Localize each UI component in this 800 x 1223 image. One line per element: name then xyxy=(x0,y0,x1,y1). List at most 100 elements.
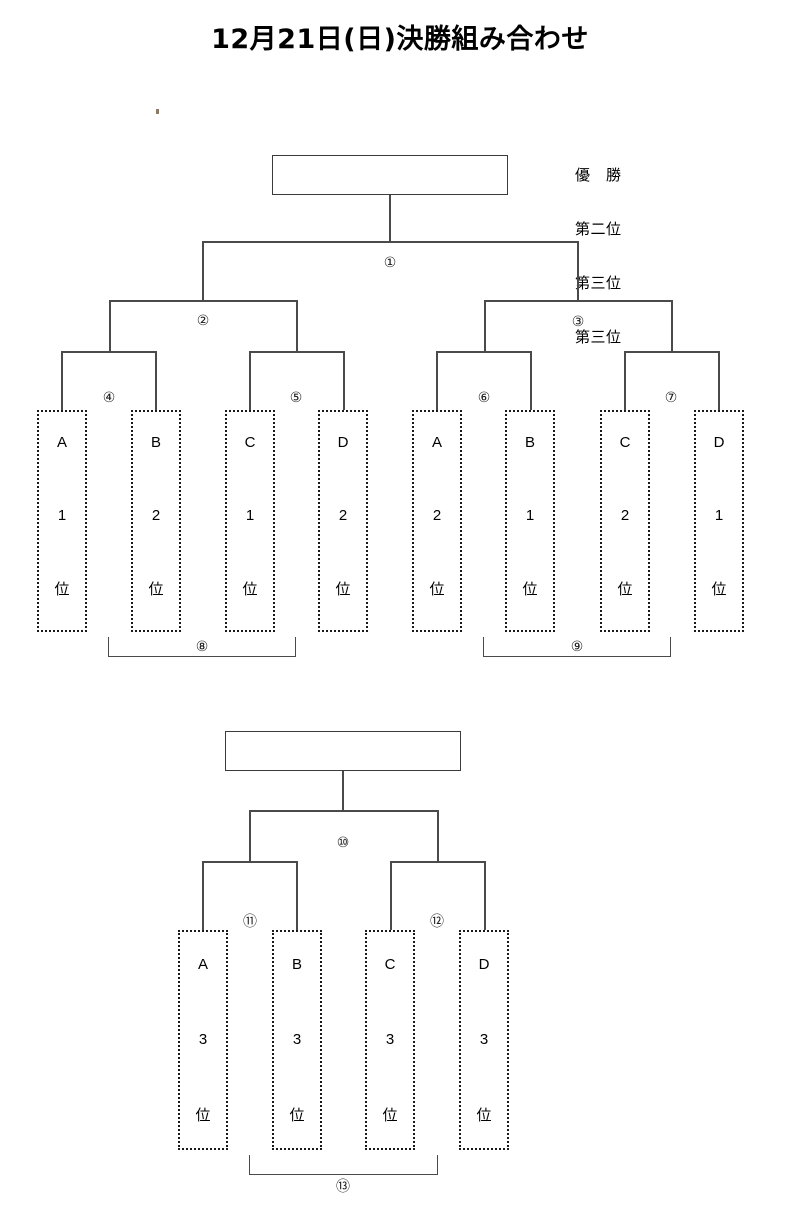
team-suffix: 位 xyxy=(242,580,258,598)
team-group: B xyxy=(524,434,535,451)
team-rank: 2 xyxy=(151,507,161,524)
champion-slot-lower[interactable] xyxy=(225,731,461,771)
line-m1-rail xyxy=(202,241,578,243)
team-rank: 3 xyxy=(198,1031,208,1048)
team-group: D xyxy=(478,956,490,973)
team-suffix: 位 xyxy=(382,1106,398,1124)
team-suffix: 位 xyxy=(711,580,727,598)
line-m5-rail xyxy=(249,351,344,353)
legend-line-champion: 優 勝 xyxy=(575,166,622,184)
placement-legend: 優 勝 第二位 第三位 第三位 xyxy=(575,130,622,382)
team-group: B xyxy=(150,434,161,451)
team-rank: 1 xyxy=(525,507,535,524)
line-m7-left-drop xyxy=(624,351,626,410)
line-m3-right-drop xyxy=(671,300,673,352)
line-m2-rail xyxy=(109,300,297,302)
line-m1-right-drop xyxy=(577,241,579,301)
match-label-8: ⑧ xyxy=(195,639,209,655)
line-m6-right-drop xyxy=(530,351,532,410)
line-m12-rail xyxy=(390,861,485,863)
match-label-6: ⑥ xyxy=(477,390,491,406)
team-rank: 2 xyxy=(338,507,348,524)
match-label-1: ① xyxy=(383,255,397,271)
line-m5-right-drop xyxy=(343,351,345,410)
line-m4-right-drop xyxy=(155,351,157,410)
team-slot-upper-7[interactable]: C 2 位 xyxy=(600,410,650,632)
team-suffix: 位 xyxy=(289,1106,305,1124)
team-rank: 3 xyxy=(292,1031,302,1048)
match-label-13: ⑬ xyxy=(336,1179,350,1195)
team-suffix: 位 xyxy=(429,580,445,598)
team-group: C xyxy=(384,956,396,973)
match-label-10: ⑩ xyxy=(336,835,350,851)
team-slot-upper-1[interactable]: A 1 位 xyxy=(37,410,87,632)
scan-speck xyxy=(156,109,159,114)
team-rank: 2 xyxy=(620,507,630,524)
match-label-12: ⑫ xyxy=(430,914,444,930)
match-label-7: ⑦ xyxy=(664,390,678,406)
team-slot-upper-6[interactable]: B 1 位 xyxy=(505,410,555,632)
team-slot-lower-1[interactable]: A 3 位 xyxy=(178,930,228,1150)
team-rank: 3 xyxy=(385,1031,395,1048)
team-group: D xyxy=(337,434,349,451)
line-m10-right-drop xyxy=(437,810,439,862)
line-m5-left-drop xyxy=(249,351,251,410)
team-slot-upper-5[interactable]: A 2 位 xyxy=(412,410,462,632)
team-rank: 1 xyxy=(245,507,255,524)
line-m4-rail xyxy=(61,351,156,353)
team-suffix: 位 xyxy=(195,1106,211,1124)
match-label-4: ④ xyxy=(102,390,116,406)
team-slot-upper-8[interactable]: D 1 位 xyxy=(694,410,744,632)
team-suffix: 位 xyxy=(617,580,633,598)
team-slot-upper-4[interactable]: D 2 位 xyxy=(318,410,368,632)
line-m2-left-drop xyxy=(109,300,111,352)
line-m11-right-drop xyxy=(296,861,298,931)
line-m11-left-drop xyxy=(202,861,204,931)
line-m3-left-drop xyxy=(484,300,486,352)
line-m12-left-drop xyxy=(390,861,392,931)
line-m1-left-drop xyxy=(202,241,204,301)
team-group: C xyxy=(244,434,256,451)
team-slot-lower-2[interactable]: B 3 位 xyxy=(272,930,322,1150)
line-champ-stem xyxy=(389,195,391,242)
team-rank: 1 xyxy=(57,507,67,524)
team-group: C xyxy=(619,434,631,451)
team-suffix: 位 xyxy=(148,580,164,598)
team-slot-lower-4[interactable]: D 3 位 xyxy=(459,930,509,1150)
page-title: 12月21日(日)決勝組み合わせ xyxy=(211,24,589,55)
line-m10-rail xyxy=(249,810,438,812)
match-label-5: ⑤ xyxy=(289,390,303,406)
match-label-2: ② xyxy=(196,313,210,329)
line-m12-right-drop xyxy=(484,861,486,931)
team-group: D xyxy=(713,434,725,451)
team-group: A xyxy=(197,956,208,973)
match-label-11: ⑪ xyxy=(243,914,257,930)
team-slot-upper-2[interactable]: B 2 位 xyxy=(131,410,181,632)
line-m6-rail xyxy=(436,351,531,353)
champion-slot-upper[interactable] xyxy=(272,155,508,195)
line-m2-right-drop xyxy=(296,300,298,352)
team-suffix: 位 xyxy=(335,580,351,598)
placement-bracket-8 xyxy=(108,637,296,657)
line-m7-rail xyxy=(624,351,719,353)
legend-line-third-a: 第三位 xyxy=(575,274,622,292)
team-suffix: 位 xyxy=(476,1106,492,1124)
match-label-3: ③ xyxy=(571,314,585,330)
line-lower-stem xyxy=(342,771,344,811)
team-slot-upper-3[interactable]: C 1 位 xyxy=(225,410,275,632)
team-group: A xyxy=(56,434,67,451)
match-label-9: ⑨ xyxy=(570,639,584,655)
team-rank: 2 xyxy=(432,507,442,524)
team-slot-lower-3[interactable]: C 3 位 xyxy=(365,930,415,1150)
line-m6-left-drop xyxy=(436,351,438,410)
team-rank: 1 xyxy=(714,507,724,524)
team-suffix: 位 xyxy=(54,580,70,598)
line-m7-right-drop xyxy=(718,351,720,410)
line-m4-left-drop xyxy=(61,351,63,410)
legend-line-third-b: 第三位 xyxy=(575,328,622,346)
line-m10-left-drop xyxy=(249,810,251,862)
team-suffix: 位 xyxy=(522,580,538,598)
team-group: B xyxy=(291,956,302,973)
placement-bracket-9 xyxy=(483,637,671,657)
